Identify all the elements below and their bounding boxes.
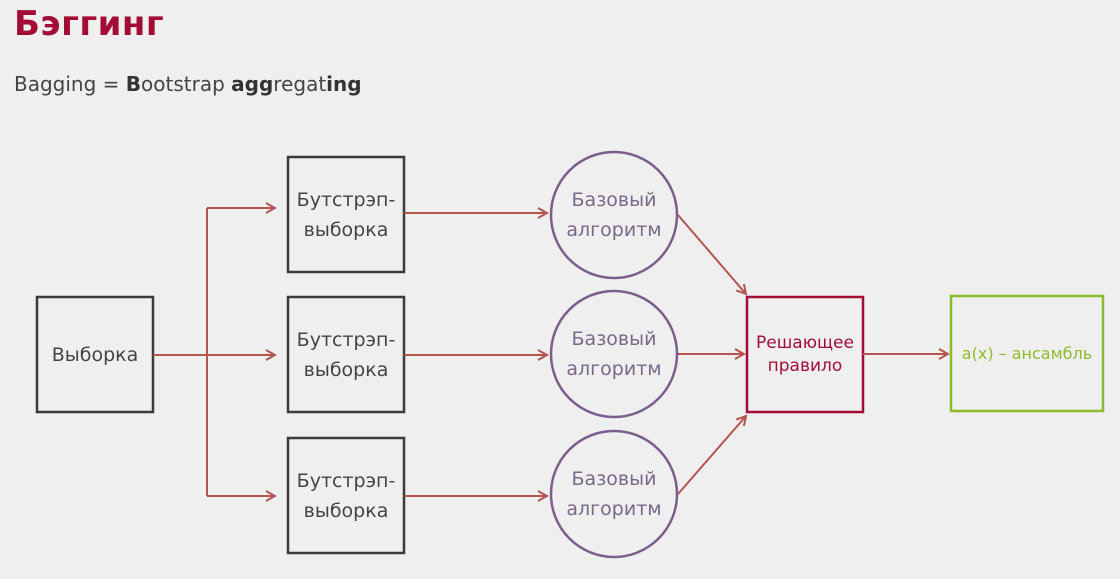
bootstrap-label-2: Бутстрэп- выборка [296, 328, 396, 381]
base-circle-2 [549, 289, 679, 419]
subtitle-normal-1: ootstrap [141, 72, 232, 96]
base-label-3: Базовый алгоритм [566, 468, 662, 520]
decision-label: Решающее правило [756, 332, 854, 376]
arrow-base-to-decision-3 [677, 416, 746, 495]
base-label-1: Базовый алгоритм [566, 189, 662, 241]
subtitle-prefix: Bagging = [14, 72, 126, 96]
base-label-2: Базовый алгоритм [566, 328, 662, 380]
connector-arrows [153, 208, 948, 496]
subtitle-bold-2: agg [231, 72, 274, 96]
base-circle-1 [549, 150, 679, 280]
result-label: a(x) – ансамбль [961, 344, 1093, 363]
page-title: Бэггинг [14, 4, 165, 44]
bootstrap-label-3: Бутстрэп- выборка [296, 469, 396, 522]
subtitle-bold-3: ing [326, 72, 362, 96]
base-circle-3 [549, 429, 679, 559]
subtitle-bold-1: B [125, 72, 142, 96]
subtitle: Bagging = Bootstrap aggregating [14, 72, 362, 96]
result-box [949, 294, 1105, 413]
bootstrap-box-1 [286, 155, 406, 274]
sample-label: Выборка [51, 343, 139, 366]
arrow-base-to-decision-1 [677, 214, 746, 294]
subtitle-normal-2: regat [273, 72, 327, 96]
bootstrap-label-1: Бутстрэп- выборка [296, 188, 396, 241]
